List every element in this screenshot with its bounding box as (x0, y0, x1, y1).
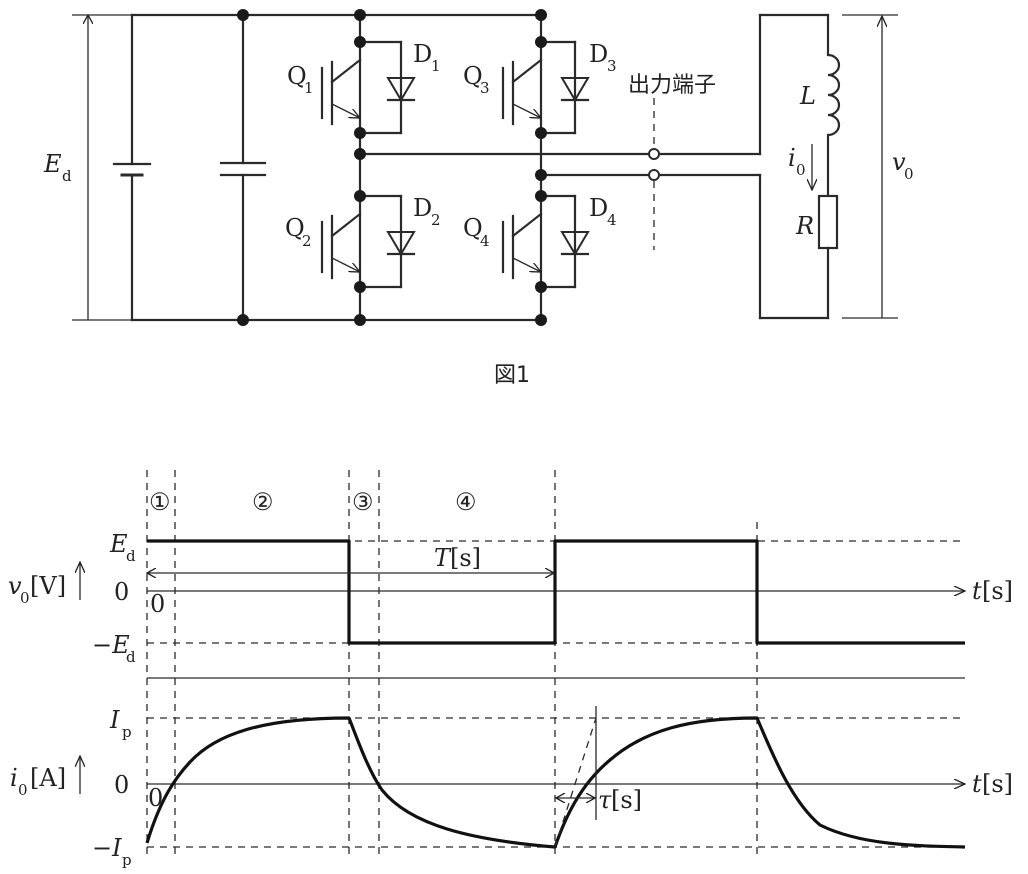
tau-unit: [s] (611, 786, 642, 814)
interval-4-label: ④ (455, 488, 477, 516)
v-axis-label: v (8, 572, 22, 600)
v-tick-bottom-sub: d (126, 648, 136, 666)
node-dot (535, 36, 547, 48)
resistor-label: R (795, 212, 814, 240)
source-voltage-sub: d (62, 167, 72, 185)
d3-label: D (589, 40, 608, 68)
output-voltage-waveform (147, 539, 965, 645)
node-dot (354, 36, 366, 48)
time-constant-tangent (554, 717, 597, 848)
v-tick-zero: 0 (114, 578, 129, 606)
d2-sub: 2 (431, 211, 441, 229)
i-axis-label: i (10, 764, 18, 792)
v-axis-unit: [V] (30, 572, 66, 600)
d2-label: D (413, 194, 432, 222)
node-dot (354, 314, 366, 326)
node-dot (354, 9, 366, 21)
v-xunit: [s] (982, 577, 1013, 605)
load-current-waveform (145, 716, 966, 849)
switch-q4-d4 (501, 194, 590, 289)
v-tick-top: E (109, 530, 128, 558)
dc-link-capacitor (219, 13, 267, 322)
node-dot (354, 148, 366, 160)
d4-label: D (589, 194, 608, 222)
q3-label: Q (463, 62, 483, 90)
q2-label: Q (285, 214, 305, 242)
load-current-sub: 0 (796, 161, 806, 179)
switch-q3-d3 (501, 40, 590, 135)
q4-sub: 4 (480, 232, 490, 250)
i-tick-bottom: −I (92, 834, 122, 862)
i-tick-top-sub: p (122, 723, 132, 741)
i-tick-zero: 0 (114, 771, 129, 799)
node-dot (535, 314, 547, 326)
node-dot (354, 281, 366, 293)
v-xlabel: t (972, 577, 982, 605)
i-tick-bottom-sub: p (122, 851, 132, 869)
q2-sub: 2 (302, 232, 312, 250)
q1-label: Q (287, 62, 307, 90)
load-current-label: i (788, 144, 796, 172)
q1-sub: 1 (304, 79, 314, 97)
v-tick-top-sub: d (126, 547, 136, 565)
inductor-coil (827, 53, 841, 137)
switch-q1-d1 (320, 40, 416, 135)
switch-q2-d2 (320, 194, 416, 289)
node-dot (535, 281, 547, 293)
rl-load (758, 13, 841, 320)
v-tick-bottom: −E (92, 631, 130, 659)
d4-sub: 4 (607, 211, 617, 229)
output-terminal-upper (648, 148, 660, 160)
output-terminal-label: 出力端子 (628, 73, 716, 98)
node-dot (237, 314, 249, 326)
output-voltage-sub: 0 (904, 165, 914, 183)
resistor-body (817, 194, 839, 250)
dc-source-battery (112, 13, 152, 322)
q3-sub: 3 (480, 79, 490, 97)
period-unit: [s] (450, 544, 481, 572)
node-dot (535, 190, 547, 202)
period-label: T (434, 544, 452, 572)
interval-1-label: ① (149, 488, 171, 516)
i-tick-top: I (109, 706, 120, 734)
i-axis-sub: 0 (18, 781, 28, 799)
v-origin-label: 0 (150, 590, 165, 618)
node-dot (237, 9, 249, 21)
figure-1-circuit: E d (43, 9, 914, 388)
d1-label: D (413, 40, 432, 68)
v-axis-sub: 0 (20, 589, 30, 607)
i-axis-unit: [A] (30, 764, 66, 792)
node-dot (354, 127, 366, 139)
q4-label: Q (463, 214, 483, 242)
node-dot (535, 169, 547, 181)
node-dot (354, 190, 366, 202)
d1-sub: 1 (431, 57, 441, 75)
figure-2-waveforms: ① ② ③ ④ T [s] E d 0 −E d 0 v 0 [V] t [s]… (8, 470, 1013, 869)
inductor-label: L (799, 82, 816, 110)
d3-sub: 3 (607, 57, 617, 75)
i-xlabel: t (972, 770, 982, 798)
figure-1-caption: 図1 (494, 363, 530, 388)
tau-label: τ (598, 786, 612, 814)
interval-3-label: ③ (352, 488, 374, 516)
interval-2-label: ② (252, 488, 274, 516)
node-dot (535, 127, 547, 139)
output-voltage-label: v (892, 148, 906, 176)
node-dot (535, 9, 547, 21)
i-xunit: [s] (982, 770, 1013, 798)
output-terminal-lower (648, 169, 660, 181)
i-origin-label: 0 (148, 784, 163, 812)
source-voltage-label: E (43, 150, 62, 178)
